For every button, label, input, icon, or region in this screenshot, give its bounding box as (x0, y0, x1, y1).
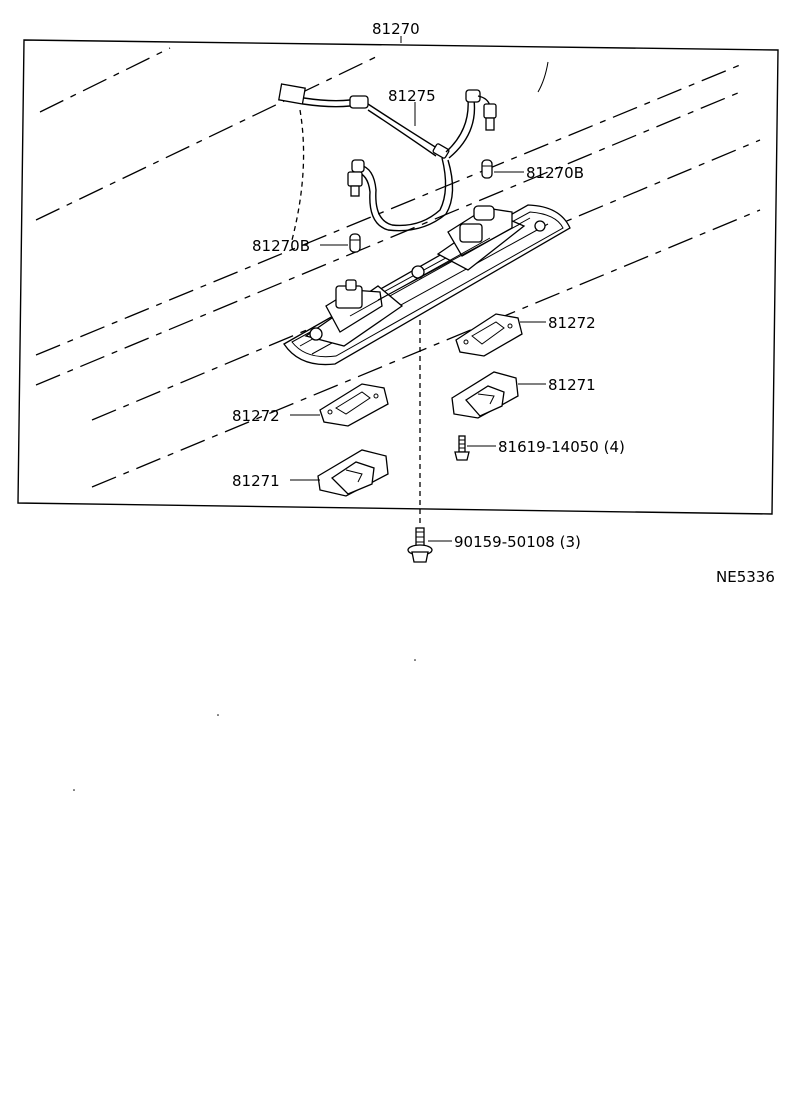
diagram-code: NE5336 (716, 568, 775, 586)
lens-right (451, 371, 519, 419)
lens-left (317, 449, 389, 497)
scan-specks (73, 659, 416, 791)
screw-small (454, 435, 470, 461)
bulb-right (481, 159, 493, 179)
label-screw-small: 81619-14050 (4) (498, 438, 625, 456)
label-wire: 81275 (388, 87, 436, 105)
bulb-left (349, 233, 361, 253)
gasket-right (455, 313, 523, 357)
label-bulb-left: 81270B (252, 237, 310, 255)
gasket-left (319, 383, 389, 427)
label-lens-right: 81271 (548, 376, 596, 394)
label-bulb-right: 81270B (526, 164, 584, 182)
lamp-housing (283, 204, 571, 366)
label-gasket-right: 81272 (548, 314, 596, 332)
leader-lines (290, 102, 546, 542)
label-screw-bottom: 90159-50108 (3) (454, 533, 581, 551)
label-assembly: 81270 (372, 20, 420, 38)
body-outline (35, 47, 761, 488)
wire-harness (278, 83, 497, 232)
screw-bottom (407, 320, 433, 563)
label-lens-left: 81271 (232, 472, 280, 490)
label-gasket-left: 81272 (232, 407, 280, 425)
assembly-frame (17, 36, 779, 515)
